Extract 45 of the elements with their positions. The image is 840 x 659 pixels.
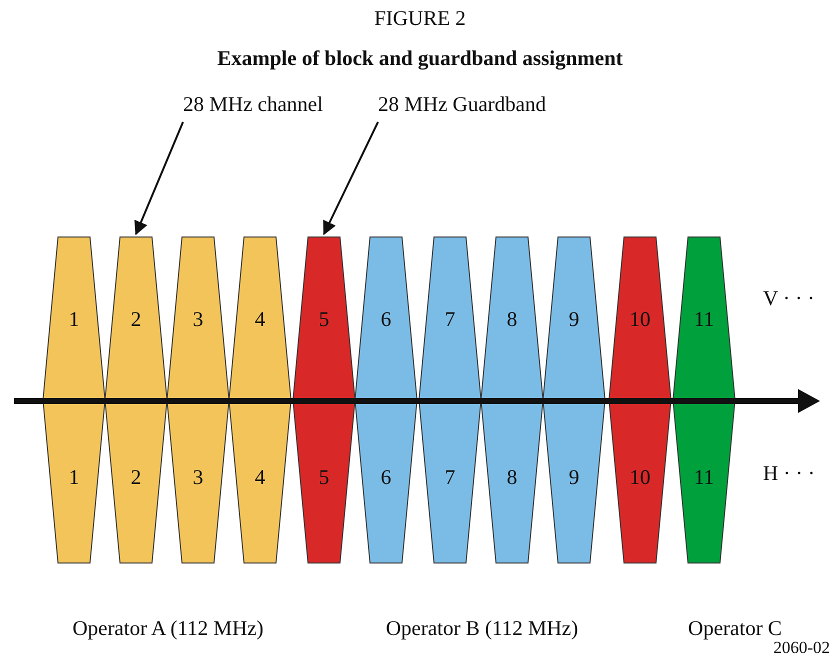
channel-number: 9 bbox=[568, 307, 580, 332]
channel-block bbox=[293, 237, 355, 563]
channel-block bbox=[105, 237, 167, 563]
channel-number: 1 bbox=[68, 307, 80, 332]
diagram-title: Example of block and guardband assignment bbox=[216, 46, 624, 71]
channel-number: 2 bbox=[130, 307, 142, 332]
channel-block bbox=[229, 237, 291, 563]
figure-code: 2060-02 bbox=[773, 638, 830, 658]
channel-block bbox=[167, 237, 229, 563]
channel-number: 6 bbox=[380, 465, 392, 490]
channel-block bbox=[355, 237, 417, 563]
channel-number: 7 bbox=[444, 307, 456, 332]
leader-arrow bbox=[323, 122, 379, 236]
figure-number: FIGURE 2 bbox=[374, 6, 466, 31]
polarization-label: V · · · bbox=[763, 286, 815, 311]
channel-block bbox=[543, 237, 605, 563]
channel-number: 2 bbox=[130, 465, 142, 490]
channel-block bbox=[673, 237, 735, 563]
channel-number: 11 bbox=[694, 465, 714, 490]
channel-number: 5 bbox=[318, 307, 330, 332]
leader-arrow bbox=[134, 122, 184, 236]
channel-block bbox=[481, 237, 543, 563]
channel-block bbox=[609, 237, 671, 563]
channel-number: 3 bbox=[192, 465, 204, 490]
channel-number: 6 bbox=[380, 307, 392, 332]
channel-block bbox=[43, 237, 105, 563]
channel-number: 8 bbox=[506, 307, 518, 332]
operator-label: Operator C bbox=[688, 616, 782, 641]
channel-number: 3 bbox=[192, 307, 204, 332]
channel-block bbox=[419, 237, 481, 563]
callout-text: 28 MHz channel bbox=[183, 92, 323, 117]
channel-number: 4 bbox=[254, 465, 266, 490]
channel-number: 10 bbox=[630, 465, 650, 490]
channel-number: 1 bbox=[68, 465, 80, 490]
channel-number: 7 bbox=[444, 465, 456, 490]
channel-number: 9 bbox=[568, 465, 580, 490]
channel-number: 5 bbox=[318, 465, 330, 490]
channel-number: 8 bbox=[506, 465, 518, 490]
channel-number: 11 bbox=[694, 307, 714, 332]
channel-number: 4 bbox=[254, 307, 266, 332]
operator-label: Operator A (112 MHz) bbox=[72, 616, 264, 641]
operator-label: Operator B (112 MHz) bbox=[386, 616, 578, 641]
channel-number: 10 bbox=[630, 307, 650, 332]
polarization-label: H · · · bbox=[763, 461, 815, 486]
callout-text: 28 MHz Guardband bbox=[378, 92, 546, 117]
